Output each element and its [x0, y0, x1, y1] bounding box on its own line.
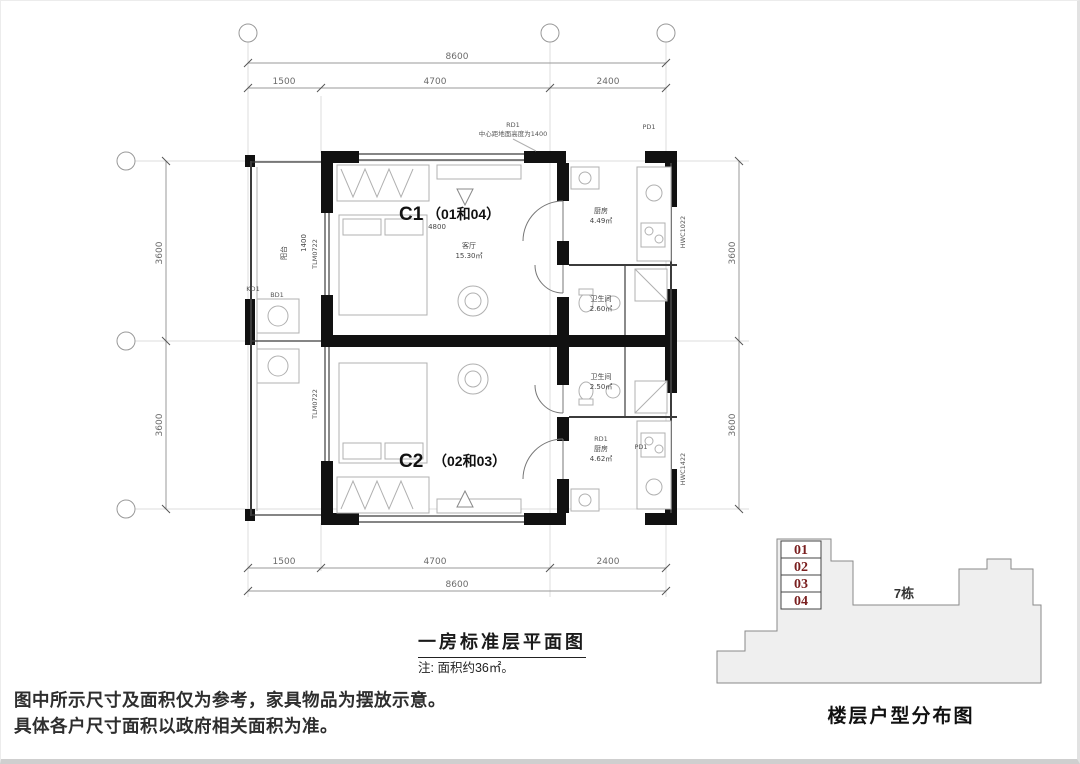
dim-left-1: 3600 — [155, 241, 165, 264]
dim-bottom-2: 4700 — [424, 557, 447, 567]
balcony — [245, 155, 321, 521]
room-bath1-name: 卫生间 — [591, 294, 612, 303]
room-bath2-name: 卫生间 — [591, 372, 612, 381]
dim-bottom-total: 8600 — [446, 580, 469, 590]
unit-c2-units: （02和03） — [433, 453, 506, 469]
keyplan-caption: 楼层户型分布图 — [827, 706, 975, 727]
room-bath2-area: 2.50㎡ — [590, 383, 613, 391]
plan-title: 一房标准层平面图 — [418, 628, 586, 658]
keyplan-unit-02: 02 — [794, 560, 808, 575]
unit-label-c1: C1 （01和04） — [399, 204, 500, 225]
anno-bd1: BD1 — [270, 291, 284, 299]
axis-bubble — [116, 499, 136, 519]
anno-hwc-lower: HWC1422 — [679, 453, 687, 485]
axis-bubble — [238, 23, 258, 43]
dim-right-2: 3600 — [728, 413, 738, 436]
unit-c1-units: （01和04） — [427, 206, 500, 222]
anno-kd1: KD1 — [246, 285, 259, 293]
label-arrow-c2 — [456, 489, 474, 508]
anno-pd1-bottom: PD1 — [634, 443, 647, 451]
room-kitchen1-area: 4.49㎡ — [590, 217, 613, 225]
anno-rd1-top: RD1 — [506, 121, 520, 129]
dim-inner-1400: 1400 — [300, 234, 308, 252]
axis-grid — [116, 23, 749, 597]
plan-note: 注: 面积约36㎡。 — [418, 661, 514, 675]
keyplan-unit-03: 03 — [794, 577, 808, 592]
anno-rd1-bottom: RD1 — [594, 435, 608, 443]
doors — [522, 200, 564, 480]
building-label: 7栋 — [894, 586, 914, 601]
room-kitchen2-name: 厨房 — [594, 444, 608, 453]
room-kitchen1-name: 厨房 — [594, 206, 608, 215]
building-outline — [716, 538, 1042, 684]
dim-top-total: 8600 — [446, 52, 469, 62]
walls — [321, 151, 677, 525]
axis-bubble — [656, 23, 676, 43]
dim-bottom-3: 2400 — [597, 557, 620, 567]
furniture-c2 — [336, 362, 522, 514]
keyplan-unit-04: 04 — [794, 594, 808, 609]
kitchen-bath-fixtures — [570, 166, 672, 512]
room-bath1-area: 2.60㎡ — [590, 305, 613, 313]
keyplan-unit-01: 01 — [794, 543, 808, 558]
axis-bubble — [540, 23, 560, 43]
room-labels: 客厅 15.30㎡ 厨房 4.49㎡ 卫生间 2.60㎡ 卫生间 2.50㎡ 厨… — [279, 206, 612, 463]
dim-left-2: 3600 — [155, 413, 165, 436]
dim-bottom-1: 1500 — [273, 557, 296, 567]
dimension-layer: 8600 1500 4700 2400 1500 4700 2400 8600 … — [155, 52, 744, 596]
label-arrow-c1 — [456, 188, 474, 207]
keyplan: 01 02 03 04 7栋 — [716, 538, 1042, 684]
anno-tlm-upper: TLM0722 — [311, 239, 319, 270]
axis-bubble — [116, 331, 136, 351]
unit-c1-code: C1 — [399, 204, 424, 225]
furniture-c1 — [336, 164, 522, 317]
dim-top-1: 1500 — [273, 77, 296, 87]
anno-hwc-upper: HWC1022 — [679, 216, 687, 248]
anno-tlm-lower: TLM0722 — [311, 389, 319, 420]
room-livingroom-area: 15.30㎡ — [455, 252, 482, 260]
unit-label-c2: C2 （02和03） — [399, 451, 506, 472]
unit-c2-code: C2 — [399, 451, 423, 472]
dim-right-1: 3600 — [728, 241, 738, 264]
disclaimer-line-2: 具体各户尺寸面积以政府相关面积为准。 — [14, 716, 338, 737]
room-kitchen2-area: 4.62㎡ — [590, 455, 613, 463]
axis-bubble — [116, 151, 136, 171]
unit-index-boxes: 01 02 03 04 — [780, 540, 822, 610]
dim-top-3: 2400 — [597, 77, 620, 87]
room-livingroom-name: 客厅 — [462, 241, 476, 250]
room-balcony-name: 阳台 — [279, 246, 288, 260]
anno-rd1-note: 中心距地面高度为1400 — [479, 129, 548, 138]
windows — [324, 153, 677, 523]
dim-top-2: 4700 — [424, 77, 447, 87]
anno-pd1-top: PD1 — [642, 123, 655, 131]
dim-inner-4800: 4800 — [428, 223, 446, 231]
annotation-codes: RD1 中心距地面高度为1400 PD1 RD1 PD1 KD1 BD1 TLM… — [246, 121, 687, 485]
disclaimer: 图中所示尺寸及面积仅为参考，家具物品为摆放示意。 具体各户尺寸面积以政府相关面积… — [14, 687, 446, 740]
disclaimer-line-1: 图中所示尺寸及面积仅为参考，家具物品为摆放示意。 — [14, 690, 446, 710]
